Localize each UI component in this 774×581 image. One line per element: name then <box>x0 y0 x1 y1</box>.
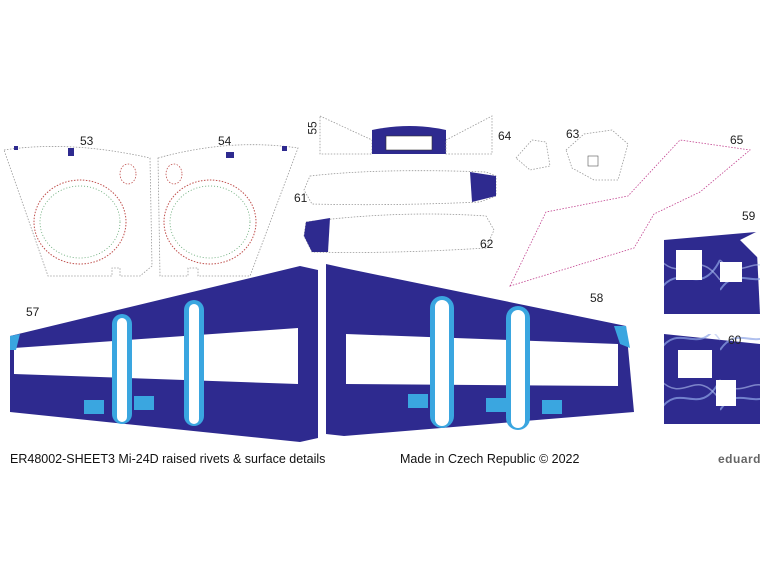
part-label-55: 55 <box>305 121 320 135</box>
part-62 <box>303 213 495 253</box>
part-label-61: 61 <box>294 191 308 205</box>
part-59 <box>664 232 760 314</box>
part-label-59: 59 <box>742 209 756 223</box>
part-57 <box>10 266 318 442</box>
part-label-60: 60 <box>728 333 742 347</box>
part-label-58: 58 <box>590 291 604 305</box>
part-58 <box>326 264 634 436</box>
origin-text: Made in Czech Republic © 2022 <box>400 452 580 466</box>
part-53 <box>3 146 153 277</box>
part-label-64: 64 <box>498 129 512 143</box>
part-label-54: 54 <box>218 134 232 148</box>
part-label-62: 62 <box>480 237 494 251</box>
part-label-63: 63 <box>566 127 580 141</box>
part-61 <box>303 170 497 206</box>
part-label-53: 53 <box>80 134 94 148</box>
part-55 <box>319 115 493 155</box>
part-65 <box>509 139 751 287</box>
part-63 <box>565 129 629 181</box>
part-label-65: 65 <box>730 133 744 147</box>
brand-logo: eduard <box>718 452 762 466</box>
sheet-caption: ER48002-SHEET3 Mi-24D raised rivets & su… <box>10 452 326 466</box>
part-64 <box>515 139 551 171</box>
part-60 <box>664 334 760 424</box>
part-54 <box>157 144 299 277</box>
part-label-57: 57 <box>26 305 40 319</box>
